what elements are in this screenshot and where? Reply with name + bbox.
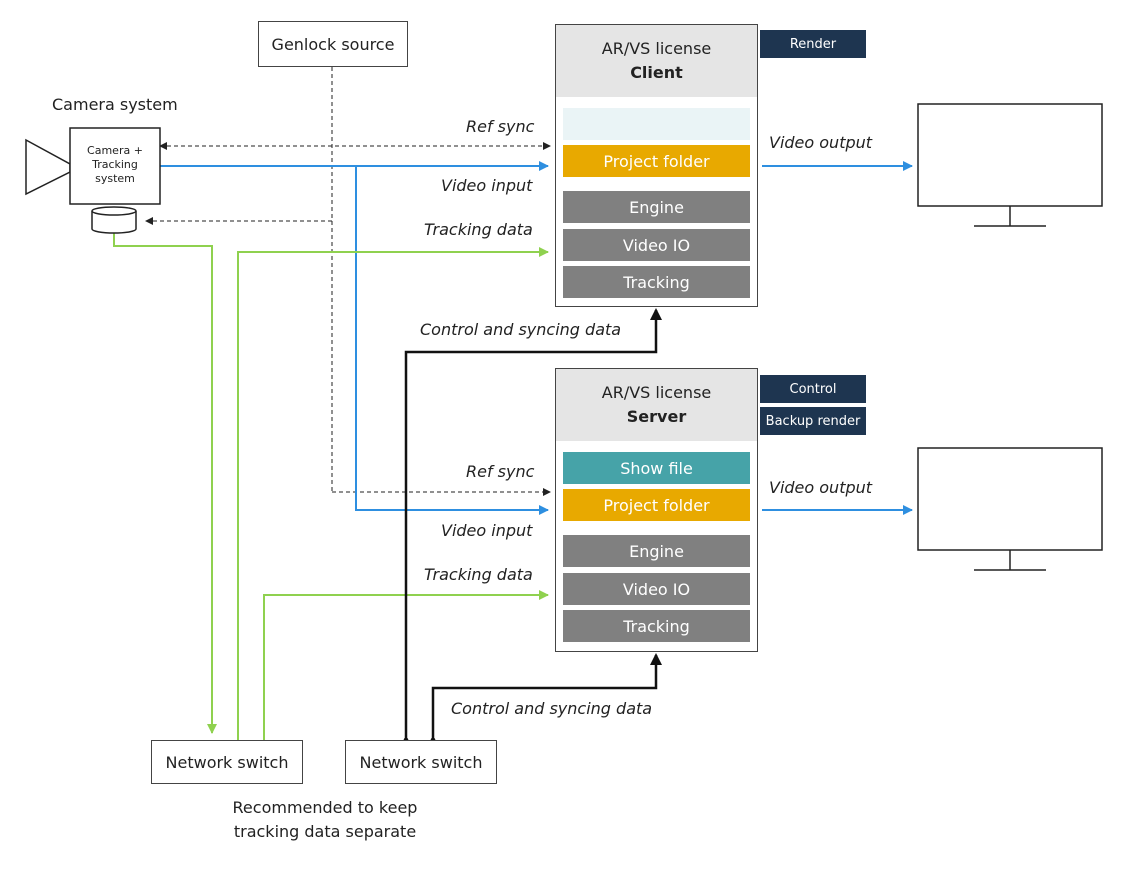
client-module-tracking: Tracking [563,266,750,298]
monitor-icon-2 [917,447,1103,571]
label-tracking-data-server: Tracking data [424,565,533,584]
label-control-sync-server: Control and syncing data [451,699,653,718]
network-switch-2: Network switch [345,740,497,784]
label-control-sync-client: Control and syncing data [420,320,622,339]
label-video-output-server: Video output [769,478,873,497]
label-tracking-data-client: Tracking data [424,220,533,239]
client-license-block: AR/VS license Client Project folder Engi… [555,24,758,307]
label-video-input-client: Video input [441,176,533,195]
note-line-2: tracking data separate [233,822,417,841]
recommendation-note: Recommended to keep tracking data separa… [200,796,450,844]
server-module-engine: Engine [563,535,750,567]
camera-system-title: Camera system [52,95,178,114]
client-license-label: AR/VS license [601,39,712,58]
note-line-1: Recommended to keep [232,798,418,817]
server-role: Server [626,407,687,426]
server-module-project-folder: Project folder [563,489,750,521]
client-header: AR/VS license Client [556,25,757,97]
client-module-project-folder: Project folder [563,145,750,177]
camera-box-label: Camera + Tracking system [87,144,143,185]
label-ref-sync-server: Ref sync [466,462,535,481]
camera-icon [25,127,161,234]
client-module-empty [563,108,750,140]
client-tag-render: Render [760,30,866,58]
label-video-output-client: Video output [769,133,873,152]
network-switch-2-label: Network switch [359,752,483,772]
server-module-show-file: Show file [563,452,750,484]
server-tag-backup-render: Backup render [760,407,866,435]
network-switch-1: Network switch [151,740,303,784]
client-module-engine: Engine [563,191,750,223]
monitor-icon-1 [917,103,1103,227]
server-license-label: AR/VS license [601,383,712,402]
server-module-tracking: Tracking [563,610,750,642]
label-ref-sync-client: Ref sync [466,117,535,136]
client-role: Client [630,63,683,82]
server-header: AR/VS license Server [556,369,757,441]
genlock-source-label: Genlock source [271,34,395,54]
control-lines [400,308,662,747]
server-license-block: AR/VS license Server Show file Project f… [555,368,758,652]
server-tag-control: Control [760,375,866,403]
client-module-video-io: Video IO [563,229,750,261]
tracking-lines [113,232,549,740]
label-video-input-server: Video input [441,521,533,540]
server-module-video-io: Video IO [563,573,750,605]
network-switch-1-label: Network switch [165,752,289,772]
genlock-source-box: Genlock source [258,21,408,67]
